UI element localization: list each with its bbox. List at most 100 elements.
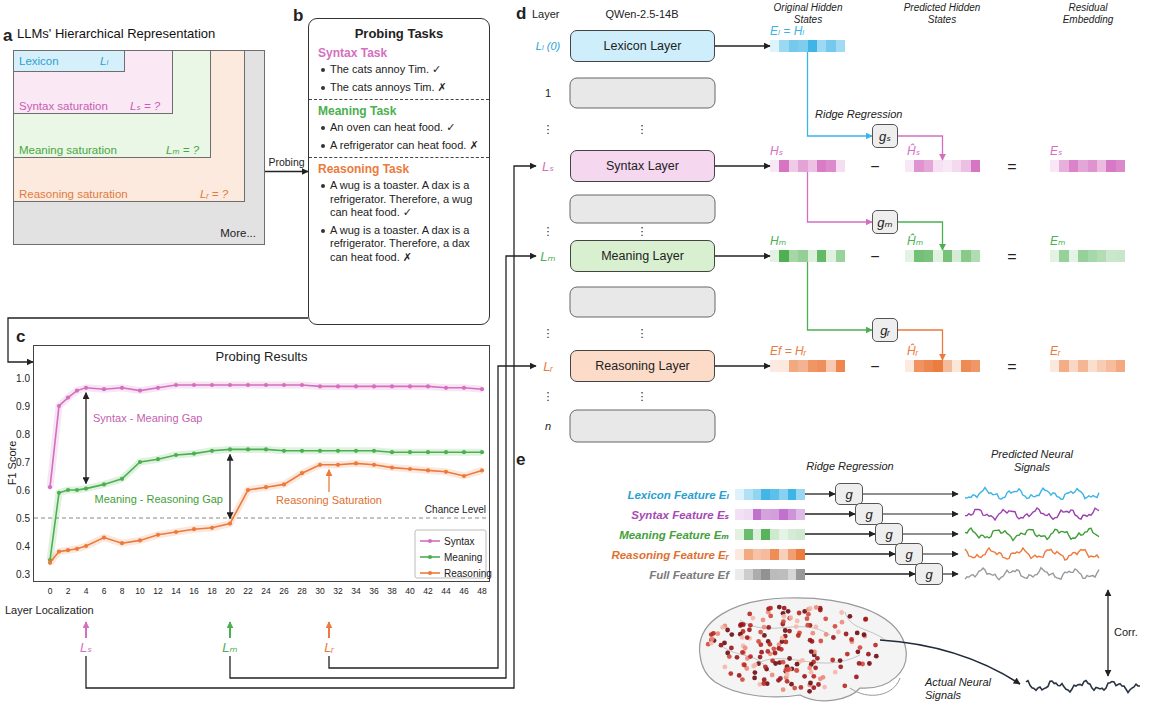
electrodes [706,605,879,694]
electrode-dot [822,685,827,690]
series-marker [408,450,412,454]
text-label: Predicted Hidden States [896,2,988,25]
series-marker [354,461,358,465]
example-sentence: A wug is a toaster. A dax is a refrigera… [318,224,480,265]
text-label: 0.4 [16,540,30,553]
text-label: 0.8 [16,428,30,441]
blank-layer [570,78,715,108]
electrode-dot [770,673,775,678]
electrode-dot [737,673,742,678]
vector-cell [1059,160,1068,172]
text-label: 2 [66,585,71,598]
vector-cell [836,40,845,52]
vector-cell [961,160,970,172]
vector-cell [770,529,779,540]
electrode-dot [838,658,843,663]
electrode-dot [780,636,785,641]
vector-cell [817,250,826,262]
electrode-dot [855,631,860,636]
electrode-dot [766,625,771,630]
hierarchy-box: LexiconLₗ [13,50,125,72]
brain-gyrus [720,612,885,672]
vector-cell [836,160,845,172]
series-marker [228,522,232,526]
vector-name: Eᵣ [1050,345,1060,358]
electrode-dot [849,637,854,642]
electrode-dot [745,635,750,640]
panel-letter: d [516,4,526,23]
text-label: 42 [423,585,432,598]
regression-box: gᵣ [872,318,898,342]
example-sentence: A refrigerator can heat food. ✗ [318,139,480,153]
vector-cell [753,509,762,520]
box-label: Lₗ [100,54,108,68]
electrode-dot [844,632,849,637]
vector-cell [735,549,744,560]
connector [898,136,943,160]
electrode-dot [765,649,770,654]
electrode-dot [807,666,812,671]
layer-box: Reasoning Layer [570,350,715,382]
electrode-dot [773,651,778,656]
electrode-dot [833,624,838,629]
electrode-dot [840,620,845,625]
electrode-dot [787,629,792,634]
text-label: 0.3 [16,568,30,581]
vector-cell [753,529,762,540]
text-label: 0.6 [16,484,30,497]
text-label: 6 [102,585,107,598]
text-label: − [870,250,879,263]
bullet [321,229,325,233]
electrode-dot [720,625,725,630]
series-marker [318,463,322,467]
vector-cell [1078,160,1087,172]
annotation-arrow [229,454,230,518]
vector-strip: Ĥᵣ [905,360,980,372]
vector-cell [971,360,980,372]
electrode-dot [729,646,734,651]
electrode-dot [802,674,807,679]
vector-cell [933,250,942,262]
electrode-dot [857,661,862,666]
text-label: ⋮ [543,225,554,238]
text-label: Lₛ [80,641,92,654]
vector-cell [924,360,933,372]
vector-cell [779,489,788,500]
vector-cell [1116,360,1125,372]
vector-cell [770,509,779,520]
text-label: 14 [171,585,180,598]
series-marker [390,466,394,470]
electrode-dot [862,632,867,637]
connector [265,171,308,172]
series-marker [426,450,430,454]
text-label: 18 [207,585,216,598]
example-sentence: The cats annoys Tim. ✗ [318,81,480,95]
series-marker [246,383,250,387]
text-label: QWen-2.5-14B [605,8,678,21]
series-marker [264,485,268,489]
text-label: Actual Neural Signals [925,676,1015,702]
series-marker [138,460,142,464]
vector-cell [788,529,797,540]
vector-cell [788,569,797,580]
vector-cell [943,360,952,372]
electrode-dot [762,625,767,630]
electrode-dot [751,664,756,669]
electrode-dot [796,633,801,638]
blank-layer [570,195,715,223]
electrode-dot [795,662,800,667]
vector-cell [789,250,798,262]
series-marker [174,383,178,387]
signal-wave [965,548,1099,560]
vector-strip: Eₛ [1050,160,1125,172]
vector-cell [798,360,807,372]
electrode-dot [779,647,784,652]
electrode-dot [824,632,829,637]
vector-cell [1088,160,1097,172]
text-label: − [870,160,879,173]
vector-cell [1097,160,1106,172]
vector-name: Hₛ [770,145,783,158]
electrode-dot [768,606,773,611]
brain [700,598,907,701]
